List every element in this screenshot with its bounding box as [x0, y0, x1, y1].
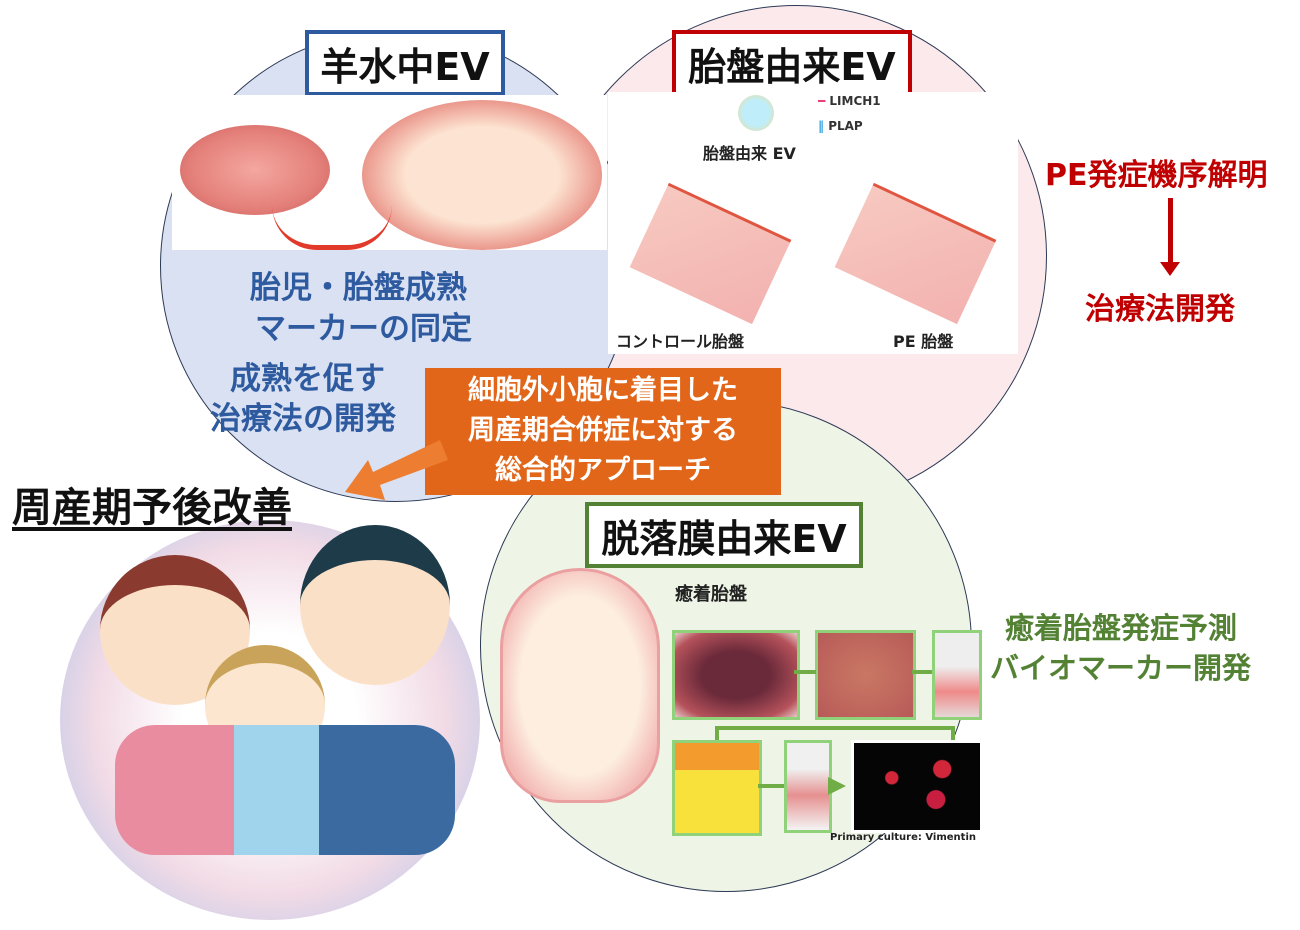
center-line-3: 総合的アプローチ [495, 455, 711, 486]
amniotic-text-2: マーカーの同定 [255, 311, 472, 347]
flow-line-1 [794, 670, 816, 674]
down-arrow-head-icon [1160, 262, 1180, 276]
down-arrow-icon [1168, 198, 1173, 263]
treatment-text: 治療法開発 [1085, 292, 1235, 327]
amniotic-ev-title: 羊水中EV [305, 30, 505, 96]
vimentin-photo [851, 740, 983, 833]
flow-line-2 [912, 670, 932, 674]
biomarker-text: バイオマーカー開発 [990, 651, 1252, 685]
amniotic-text-1: 胎児・胎盤成熟 [250, 270, 467, 306]
family-body [115, 725, 455, 855]
center-line-1: 細胞外小胞に着目した [468, 375, 738, 406]
tube2-photo [784, 740, 832, 833]
legend-limch1: ━ LIMCH1 [818, 94, 881, 108]
limch1-swatch-icon: ━ [818, 94, 830, 108]
father-figure [300, 525, 450, 685]
pe-placenta-illustration [834, 182, 997, 325]
center-box: 細胞外小胞に着目した 周産期合併症に対する 総合的アプローチ [425, 368, 781, 495]
legend-plap: ‖ PLAP [818, 119, 863, 133]
uterus-fetus-illustration [500, 568, 660, 803]
accreta-prediction-text: 癒着胎盤発症予測 [1005, 611, 1238, 645]
placental-panel: ━ LIMCH1 ‖ PLAP 胎盤由来 EV コントロール胎盤 PE 胎盤 [608, 92, 1018, 354]
uterus-illustration [172, 95, 607, 250]
flow-line-5 [758, 784, 784, 788]
control-placenta-label: コントロール胎盤 [616, 332, 745, 351]
small-uterus-icon [180, 125, 330, 215]
vimentin-caption: Primary culture: Vimentin [830, 832, 976, 843]
growth-arrow-icon [272, 205, 392, 250]
amniotic-text-3: 成熟を促す [230, 361, 385, 397]
placenta-accreta-label: 癒着胎盤 [675, 584, 747, 605]
family-illustration [95, 525, 465, 855]
ev-label: 胎盤由来 EV [703, 144, 796, 163]
limch1-label: LIMCH1 [829, 94, 881, 108]
orange-arrow-icon [345, 440, 448, 500]
plap-swatch-icon: ‖ [818, 119, 829, 133]
decidual-ev-title: 脱落膜由来EV [585, 502, 863, 568]
amniotic-text-4: 治療法の開発 [210, 401, 396, 437]
tissue-photo [815, 630, 916, 720]
placental-ev-title: 胎盤由来EV [672, 30, 912, 96]
flow-line-4 [715, 726, 955, 730]
device-photo [672, 740, 762, 836]
outcome-text: 周産期予後改善 [12, 485, 292, 531]
placenta-photo [672, 630, 800, 720]
flow-arrow-icon [828, 777, 846, 795]
large-uterus-icon [362, 100, 602, 250]
plap-label: PLAP [828, 119, 863, 133]
flow-line-3 [715, 728, 955, 740]
control-placenta-illustration [629, 182, 792, 325]
tube-photo [932, 630, 982, 720]
center-line-2: 周産期合併症に対する [468, 415, 738, 446]
ev-particle-icon [738, 95, 774, 131]
pe-mechanism-text: PE発症機序解明 [1045, 158, 1268, 193]
pe-placenta-label: PE 胎盤 [893, 332, 954, 351]
